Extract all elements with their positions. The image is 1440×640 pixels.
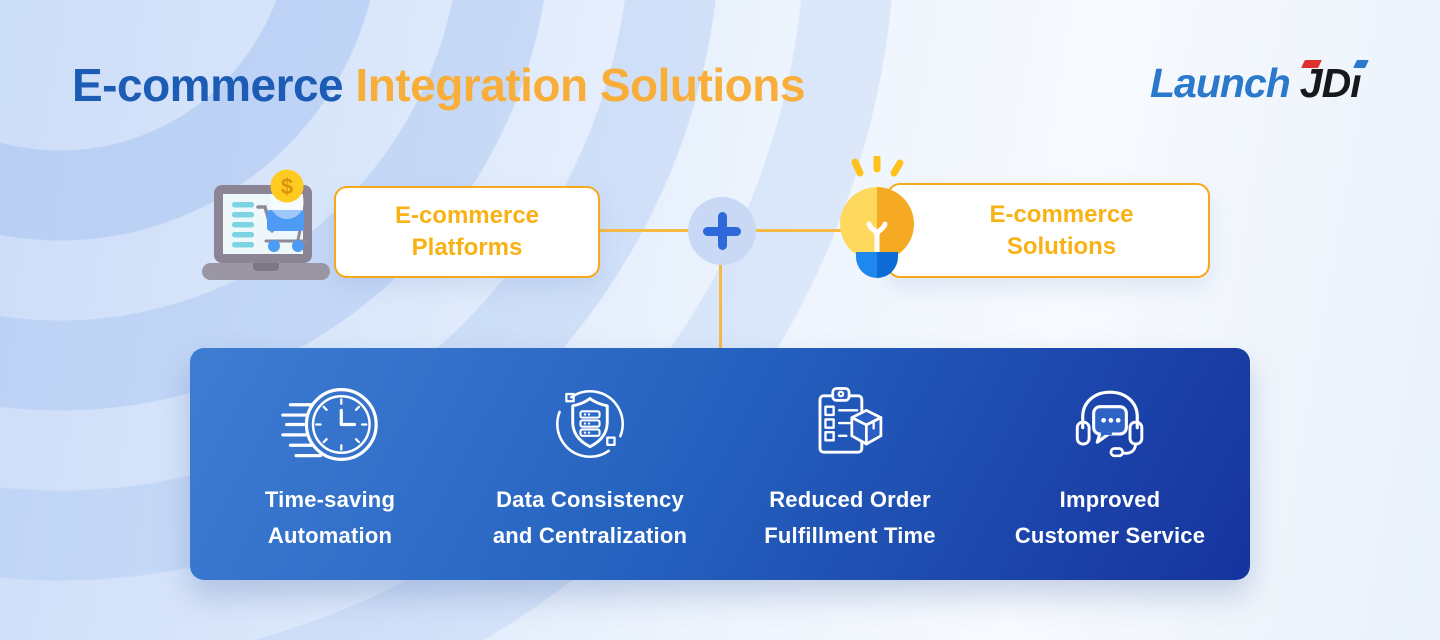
benefit-label-line1: Time-saving bbox=[264, 487, 396, 512]
benefit-label-line1: Data Consistency bbox=[496, 487, 684, 512]
shopping-cart-glyph bbox=[256, 205, 308, 252]
laptop-shopping-cart-icon: $ bbox=[202, 169, 330, 280]
svg-text:$: $ bbox=[281, 174, 293, 199]
logo-launch-text: Launch bbox=[1150, 60, 1291, 106]
benefit-label-line2: Fulfillment Time bbox=[764, 523, 936, 548]
benefit-order-fulfillment: Reduced Order Fulfillment Time bbox=[720, 382, 980, 580]
dollar-coin-icon: $ bbox=[270, 169, 304, 219]
benefit-data-consistency: Data Consistency and Centralization bbox=[460, 382, 720, 580]
logo-jd-text: JD bbox=[1299, 60, 1351, 106]
clipboard-package-icon bbox=[818, 387, 883, 454]
ecommerce-platforms-box: E-commerce Platforms bbox=[334, 186, 600, 278]
logo-i-text: ı bbox=[1350, 60, 1361, 106]
ecommerce-solutions-box: E-commerce Solutions bbox=[887, 183, 1210, 278]
solutions-label-line2: Solutions bbox=[1006, 232, 1117, 260]
connector-line-left bbox=[600, 229, 690, 232]
benefit-label-line2: Customer Service bbox=[1014, 523, 1206, 548]
plus-icon bbox=[688, 197, 756, 265]
shield-database-icon bbox=[556, 390, 624, 458]
platforms-label-line2: Platforms bbox=[411, 234, 523, 261]
lightbulb-icon bbox=[840, 156, 914, 278]
benefit-label-line2: Automation bbox=[267, 523, 393, 548]
benefit-label-line1: Improved bbox=[1059, 487, 1161, 512]
connector-line-down bbox=[719, 263, 722, 349]
page-title: E-commerce Integration Solutions bbox=[72, 58, 805, 112]
title-part-blue: E-commerce bbox=[72, 59, 344, 111]
benefit-label-line2: and Centralization bbox=[492, 523, 688, 548]
benefit-customer-service: Improved Customer Service bbox=[980, 382, 1240, 580]
title-part-orange: Integration Solutions bbox=[343, 59, 805, 111]
headset-chat-icon bbox=[1075, 390, 1144, 458]
benefits-panel: Time-saving Automation bbox=[190, 348, 1250, 580]
platforms-label-line1: E-commerce bbox=[394, 202, 540, 229]
speed-clock-icon bbox=[281, 387, 378, 461]
benefit-time-saving: Time-saving Automation bbox=[200, 382, 460, 580]
solutions-label-line1: E-commerce bbox=[989, 200, 1134, 228]
connector-line-right bbox=[754, 229, 880, 232]
benefit-label-line1: Reduced Order bbox=[769, 487, 931, 512]
